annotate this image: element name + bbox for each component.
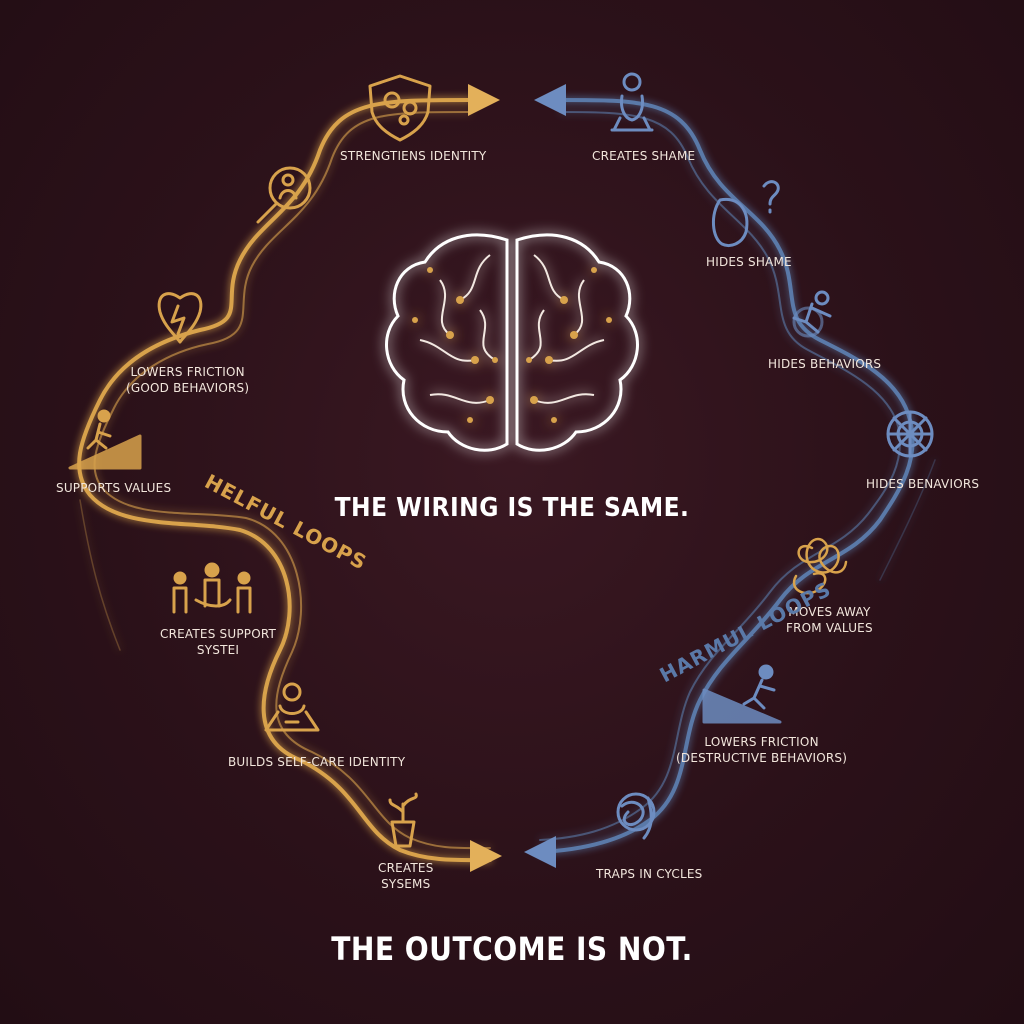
potted-plant-icon	[388, 792, 418, 848]
lightning-heart-icon	[157, 292, 203, 344]
harmful-node-label-creates-shame: CREATES SHAME	[592, 149, 696, 163]
helpful-node-label-supports-values: SUPPORTS VALUES	[56, 481, 172, 495]
tangled-knot-icon	[792, 537, 848, 595]
tangled-person-icon	[616, 792, 656, 840]
falling-person-icon	[792, 290, 832, 338]
mask-question-icon	[712, 180, 780, 247]
helpful-loop-path	[77, 98, 492, 863]
brain-circuit-icon	[385, 233, 639, 452]
harmful-node-label-hides-behaviors: HIDES BEHAVIORS	[768, 357, 882, 371]
harmful-top-arrowhead	[534, 84, 566, 116]
shield-gears-icon	[368, 74, 432, 142]
helpful-bottom-arrowhead	[470, 840, 502, 872]
helpful-top-arrowhead	[468, 84, 500, 116]
harmful-node-label-hides-benaviors: HIDES BENAVIORS	[866, 477, 980, 491]
helpful-node-label-strengthens-identity: STRENGTIENS IDENTITY	[340, 149, 487, 163]
helpful-node-label-creates-support: CREATES SUPPORT SYSTEI	[160, 627, 277, 657]
harmful-node-label-moves-away: MOVES AWAY FROM VALUES	[786, 605, 873, 635]
helpful-node-label-creates-systems: CREATES SYSEMS	[378, 861, 434, 891]
bottom-headline: THE OUTCOME IS NOT.	[331, 930, 693, 968]
harmful-node-label-hides-shame: HIDES SHAME	[706, 255, 792, 269]
magnifier-person-icon	[256, 166, 312, 224]
spider-web-icon	[886, 410, 934, 458]
helpful-node-label-builds-self-care: BUILDS SELF-CARE IDENTITY	[228, 755, 406, 769]
people-group-icon	[172, 562, 252, 614]
helpful-node-label-lowers-friction: LOWERS FRICTION (GOOD BEHAVIORS)	[126, 365, 250, 395]
meditating-person-icon	[264, 682, 320, 732]
harmful-node-label-traps-in-cycles: TRAPS IN CYCLES	[596, 867, 703, 881]
person-sliding-down-icon	[702, 664, 782, 724]
harmful-node-label-lowers-friction: LOWERS FRICTION (DESTRUCTIVE BEHAVIORS)	[676, 735, 848, 765]
center-headline: THE WIRING IS THE SAME.	[334, 493, 690, 523]
harmful-bottom-arrowhead	[524, 836, 556, 868]
hunched-person-icon	[610, 72, 654, 132]
person-climbing-stairs-icon	[68, 409, 142, 470]
